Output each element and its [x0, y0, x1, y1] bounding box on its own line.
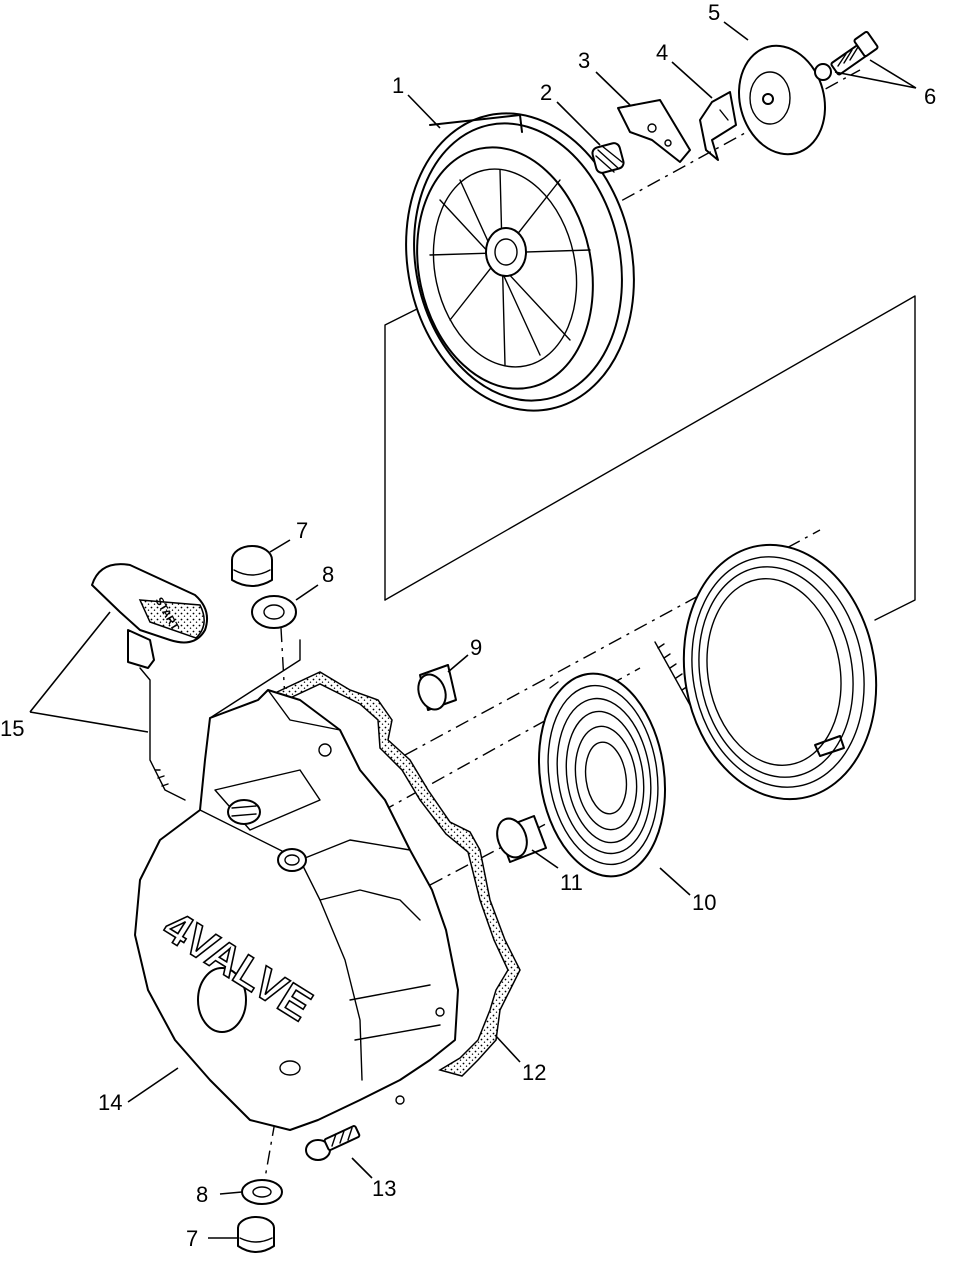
- leader-lines: [29, 21, 917, 1239]
- bushing: [417, 664, 457, 711]
- callout-7-top: 7: [296, 518, 308, 543]
- sealing-washer-bottom: [241, 1179, 283, 1205]
- friction-plate: [738, 44, 826, 156]
- oil-plug-bottom: [237, 1216, 275, 1253]
- ratchet-pawl: [617, 99, 691, 163]
- callout-13: 13: [372, 1176, 396, 1201]
- callout-6: 6: [924, 84, 936, 109]
- starter-cover: 4VALVE: [134, 689, 459, 1131]
- callout-4: 4: [656, 40, 668, 65]
- cover-gasket: [257, 671, 521, 1077]
- callout-5: 5: [708, 0, 720, 25]
- starter-rope-reel: [682, 543, 878, 801]
- sealing-washer-top: [251, 595, 297, 629]
- callout-15: 15: [0, 716, 24, 741]
- callout-7-bottom: 7: [186, 1226, 198, 1251]
- spring-bushing: [496, 815, 547, 863]
- callout-8-bottom: 8: [196, 1182, 208, 1207]
- oil-plug-top: [231, 545, 273, 587]
- callout-2: 2: [540, 80, 552, 105]
- callout-14: 14: [98, 1090, 122, 1115]
- friction-spring: [699, 91, 737, 161]
- callout-12: 12: [522, 1060, 546, 1085]
- recoil-spring: [537, 641, 691, 878]
- callout-3: 3: [578, 48, 590, 73]
- callout-8-top: 8: [322, 562, 334, 587]
- starter-handle: START: [91, 563, 208, 801]
- callout-9: 9: [470, 635, 482, 660]
- recoil-pulley: [405, 112, 635, 412]
- callout-1: 1: [392, 73, 404, 98]
- plate-bolt: [814, 31, 879, 81]
- pawl-spring: [591, 142, 625, 174]
- callout-labels: 1 2 3 4 5 6 7 8 9 10 11 12 13 14 8 7 15: [0, 0, 936, 1251]
- callout-10: 10: [692, 890, 716, 915]
- cover-bolt: [305, 1125, 361, 1161]
- callout-11: 11: [560, 870, 583, 895]
